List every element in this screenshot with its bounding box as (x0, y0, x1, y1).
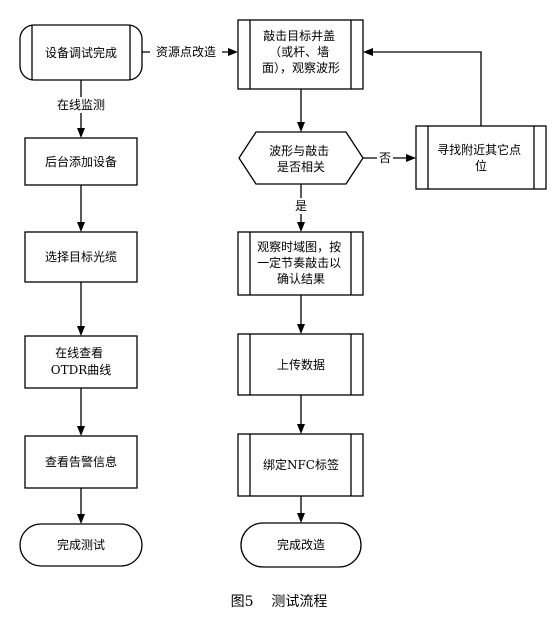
arrowhead-n10 (297, 222, 305, 232)
arrowhead-n9 (406, 154, 416, 162)
edges: 在线监测 资源点改造 否 是 (52, 44, 482, 524)
node-bind-nfc-tag: 绑定NFC标签 (237, 433, 364, 497)
node-label: 完成测试 (57, 537, 105, 552)
node-label: 查看告警信息 (45, 454, 117, 469)
node-retrofit-complete: 完成改造 (240, 522, 362, 568)
node-device-debug-complete: 设备调试完成 (19, 24, 143, 81)
node-find-nearby-points: 寻找附近其它点 位 (415, 125, 547, 190)
node-observe-time-domain: 观察时域图，按 一定节奏敲击以 确认结果 (237, 231, 364, 296)
arrowhead-n4 (77, 326, 85, 336)
node-view-alarm-info: 查看告警信息 (24, 435, 138, 489)
node-select-target-cable: 选择目标光缆 (24, 231, 138, 283)
arrowhead-n11 (297, 324, 305, 334)
node-backend-add-device: 后台添加设备 (24, 137, 138, 186)
arrowhead-n12 (297, 424, 305, 434)
node-label: 设备调试完成 (45, 45, 117, 60)
node-knock-manhole-cover: 敲击目标井盖 （或杆、墙 面），观察波形 (237, 19, 364, 90)
edge-n9-n7 (373, 51, 482, 126)
arrowhead-n6 (77, 514, 85, 524)
node-label: 观察时域图，按 一定节奏敲击以 确认结果 (257, 240, 345, 286)
node-label: 波形与敲击 是否相关 (269, 143, 333, 174)
arrowhead-n7-right (363, 48, 373, 56)
arrowhead-n3 (77, 222, 85, 232)
node-upload-data: 上传数据 (237, 333, 364, 396)
arrowhead-n7-left (228, 48, 238, 56)
node-label: 绑定NFC标签 (263, 457, 339, 472)
node-waveform-correlated-decision: 波形与敲击 是否相关 (238, 131, 364, 185)
node-label: 寻找附近其它点 位 (437, 142, 525, 173)
edge-label-n8-n10: 是 (295, 199, 307, 213)
arrowhead-n8 (297, 122, 305, 132)
node-label: 完成改造 (277, 537, 325, 552)
nodes: 设备调试完成 后台添加设备 选择目标光缆 在线查看 OTDR曲线 查看告警信息 (19, 19, 547, 568)
arrowhead-n2 (77, 128, 85, 138)
node-label: 选择目标光缆 (45, 250, 117, 264)
edge-label-n1-n2: 在线监测 (57, 98, 105, 112)
node-label: 后台添加设备 (45, 154, 117, 169)
figure-caption: 图5 测试流程 (231, 594, 328, 610)
node-label: 敲击目标井盖 （或杆、墙 面），观察波形 (262, 28, 340, 75)
node-label: 在线查看 OTDR曲线 (51, 346, 112, 377)
arrowhead-n5 (77, 426, 85, 436)
node-test-complete: 完成测试 (19, 523, 143, 567)
edge-label-n8-n9: 否 (379, 151, 391, 165)
arrowhead-n13 (297, 513, 305, 523)
node-view-otdr-curve: 在线查看 OTDR曲线 (24, 335, 138, 389)
node-label: 上传数据 (277, 357, 325, 372)
edge-label-n1-n7: 资源点改造 (156, 45, 216, 59)
